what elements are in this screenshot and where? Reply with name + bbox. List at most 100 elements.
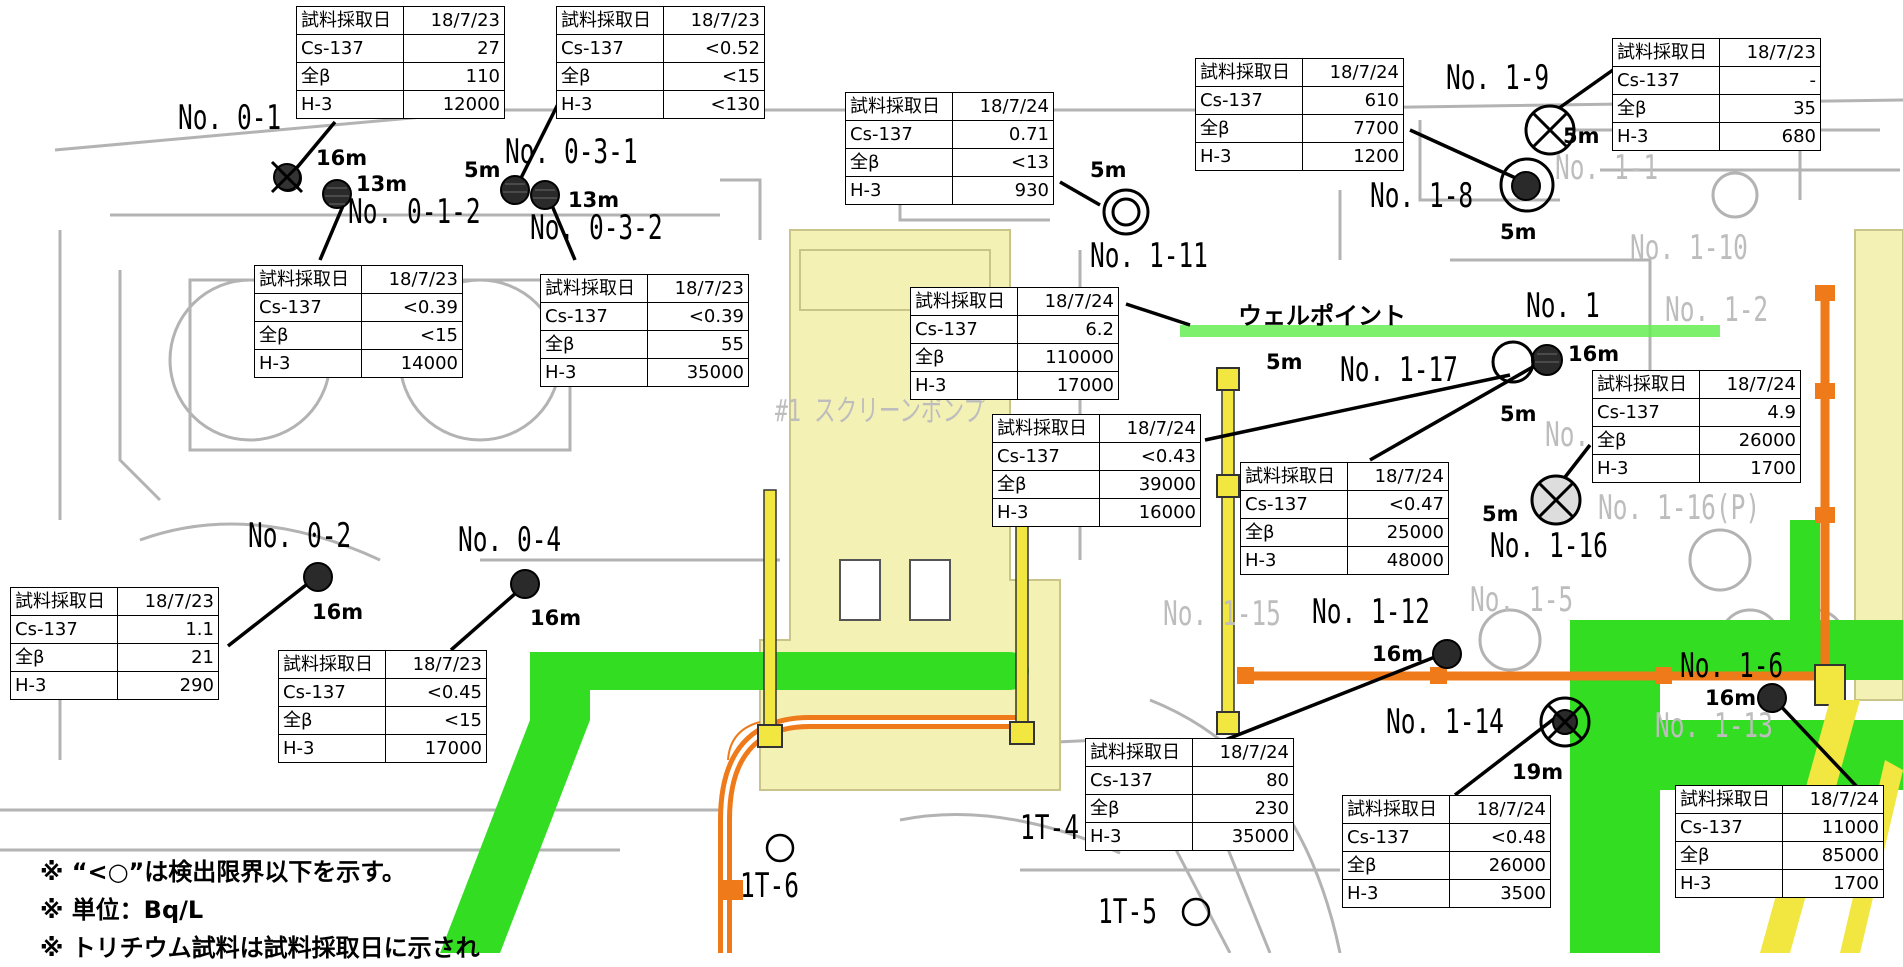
sampling-date: 18/7/23 xyxy=(385,650,487,679)
nuclide-value: 80 xyxy=(1192,766,1294,795)
nuclide-value: 11000 xyxy=(1782,813,1884,842)
nuclide-name: Cs-137 xyxy=(1240,490,1348,519)
nuclide-name: 全β xyxy=(1592,426,1700,455)
nuclide-name: 全β xyxy=(1675,841,1783,870)
nuclide-name: H-3 xyxy=(1195,142,1303,171)
depth-label: 13m xyxy=(356,172,408,196)
table-header-key: 試料採取日 xyxy=(1592,370,1700,399)
nuclide-value: - xyxy=(1719,66,1821,95)
nuclide-name: H-3 xyxy=(1592,454,1700,483)
sampling-date: 18/7/24 xyxy=(1017,287,1119,316)
depth-label: 5m xyxy=(464,158,501,182)
nuclide-value: <0.45 xyxy=(385,678,487,707)
sampling-date: 18/7/23 xyxy=(117,587,219,616)
depth-label: 19m xyxy=(1512,760,1564,784)
depth-label: 5m xyxy=(1500,402,1537,426)
nuclide-name: Cs-137 xyxy=(1342,823,1450,852)
nuclide-value: 26000 xyxy=(1449,851,1551,880)
nuclide-value: 3500 xyxy=(1449,879,1551,908)
nuclide-value: 35000 xyxy=(1192,822,1294,851)
nuclide-value: 85000 xyxy=(1782,841,1884,870)
sampling-points xyxy=(270,104,1787,927)
nuclide-name: Cs-137 xyxy=(1592,398,1700,427)
nuclide-value: 1.1 xyxy=(117,615,219,644)
nuclide-name: 全β xyxy=(845,148,953,177)
table-header-key: 試料採取日 xyxy=(1195,58,1303,87)
nuclide-name: H-3 xyxy=(296,90,404,119)
wellpoint-label: ウェルポイント xyxy=(1238,302,1406,330)
nuclide-value: 930 xyxy=(952,176,1054,205)
grey-label-no-1-16p: No. 1-16(P) xyxy=(1598,488,1761,528)
nuclide-name: Cs-137 xyxy=(10,615,118,644)
nuclide-value: 14000 xyxy=(361,349,463,378)
nuclide-name: 全β xyxy=(254,321,362,350)
nuclide-value: 26000 xyxy=(1699,426,1801,455)
nuclide-value: 1200 xyxy=(1302,142,1404,171)
label-1t-5: 1T-5 xyxy=(1098,892,1157,932)
sampling-date: 18/7/24 xyxy=(1099,414,1201,443)
nuclide-name: 全β xyxy=(910,343,1018,372)
label-1t-6: 1T-6 xyxy=(740,866,799,906)
nuclide-value: 25000 xyxy=(1347,518,1449,547)
table-header-key: 試料採取日 xyxy=(296,6,404,35)
grey-label-no-1-1: No. 1-1 xyxy=(1555,148,1659,188)
depth-label: 5m xyxy=(1090,158,1127,182)
nuclide-name: Cs-137 xyxy=(540,302,648,331)
sampling-date: 18/7/24 xyxy=(1782,785,1884,814)
nuclide-name: Cs-137 xyxy=(1675,813,1783,842)
sampling-date: 18/7/23 xyxy=(1719,38,1821,67)
sampling-date: 18/7/24 xyxy=(1192,738,1294,767)
nuclide-value: 55 xyxy=(647,330,749,359)
well-label-no-1-8: No. 1-8 xyxy=(1370,176,1474,216)
table-header-key: 試料採取日 xyxy=(1675,785,1783,814)
table-header-key: 試料採取日 xyxy=(845,92,953,121)
depth-label: 5m xyxy=(1500,220,1537,244)
nuclide-name: Cs-137 xyxy=(1612,66,1720,95)
orange-pipes xyxy=(718,295,1830,953)
nuclide-name: H-3 xyxy=(992,498,1100,527)
nuclide-value: 7700 xyxy=(1302,114,1404,143)
nuclide-name: 全β xyxy=(992,470,1100,499)
well-label-no-0-1: No. 0-1 xyxy=(178,98,282,138)
nuclide-name: H-3 xyxy=(556,90,664,119)
nuclide-value: 1700 xyxy=(1782,869,1884,898)
nuclide-value: <15 xyxy=(361,321,463,350)
well-label-no-0-4: No. 0-4 xyxy=(458,520,562,560)
table-header-key: 試料採取日 xyxy=(540,274,648,303)
nuclide-name: Cs-137 xyxy=(910,315,1018,344)
nuclide-value: 35000 xyxy=(647,358,749,387)
depth-label: 16m xyxy=(312,600,364,624)
leader-lines xyxy=(226,63,1862,797)
grey-label-no-1-13: No. 1-13 xyxy=(1655,706,1773,746)
depth-label: 16m xyxy=(530,606,582,630)
nuclide-name: H-3 xyxy=(278,734,386,763)
nuclide-value: 21 xyxy=(117,643,219,672)
nuclide-value: <13 xyxy=(952,148,1054,177)
nuclide-value: 16000 xyxy=(1099,498,1201,527)
well-label-no-1-6: No. 1-6 xyxy=(1680,646,1784,686)
nuclide-value: 290 xyxy=(117,671,219,700)
grey-label-no-1-5: No. 1-5 xyxy=(1470,580,1574,620)
nuclide-value: 110000 xyxy=(1017,343,1119,372)
nuclide-value: 1700 xyxy=(1699,454,1801,483)
well-label-no-1-16: No. 1-16 xyxy=(1490,526,1608,566)
nuclide-value: <0.52 xyxy=(663,34,765,63)
well-label-no-1-9: No. 1-9 xyxy=(1446,58,1550,98)
notes: ※ “<○”は検出限界以下を示す。 ※ 単位：Bq/L ※ トリチウム試料は試料… xyxy=(40,853,480,967)
nuclide-name: Cs-137 xyxy=(845,120,953,149)
nuclide-value: 680 xyxy=(1719,122,1821,151)
well-label-no-1-12: No. 1-12 xyxy=(1312,592,1430,632)
note-unit: ※ 単位：Bq/L xyxy=(40,896,204,924)
nuclide-name: 全β xyxy=(1342,851,1450,880)
nuclide-value: 17000 xyxy=(1017,371,1119,400)
grey-label-no-1-10: No. 1-10 xyxy=(1630,228,1748,268)
nuclide-name: Cs-137 xyxy=(1085,766,1193,795)
